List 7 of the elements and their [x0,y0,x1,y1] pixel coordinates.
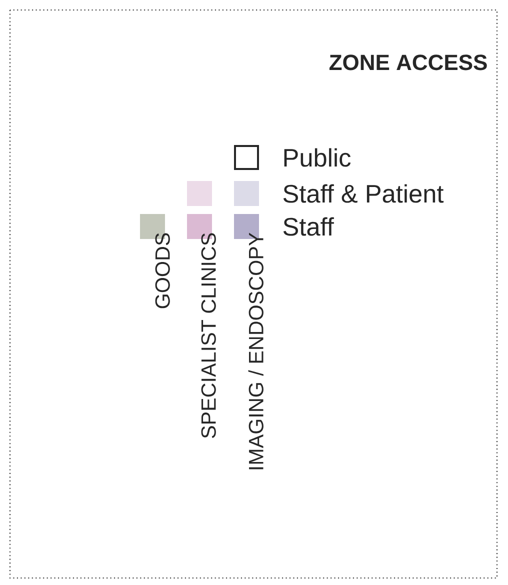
title: ZONE ACCESS [329,54,487,70]
column-label: IMAGING / ENDOSCOPY [248,232,264,470]
column-label: SPECIALIST CLINICS [201,233,216,438]
legend-label: Staff & Patient [283,184,444,203]
legend-label: Staff [283,217,334,236]
column-label: GOODS [155,233,170,308]
legend-label: Public [284,148,351,167]
